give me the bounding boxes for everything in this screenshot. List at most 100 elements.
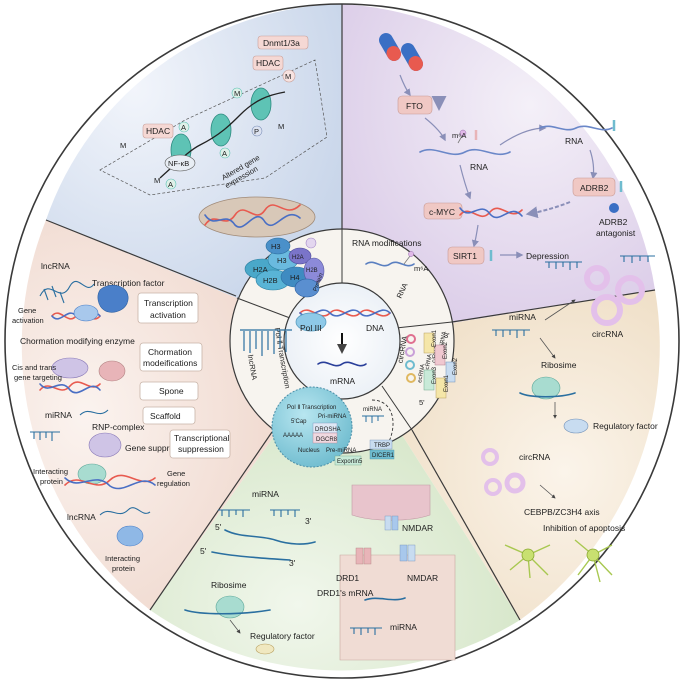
circ-type-0: ecRNA [417,364,426,384]
mir-pre-label: Pre-miRNA [326,448,356,454]
drug-capsule-1 [379,33,401,61]
mirna-biogenesis: Pol Ⅱ Transcription Pri-miRNA DROSHA DGC… [271,386,395,468]
adrb2-antagonist-1: ADRB2 [599,217,628,227]
mir-panel-mirna-label: miRNA [252,489,279,499]
lncrna-panel: lncRNA Transcription factor Gene activat… [12,261,194,573]
histone-h4: H4 [290,273,300,282]
circ-panel-mirna-label: miRNA [509,312,536,322]
rna-modifications-label: RNA modifications [352,238,421,248]
nucleus [271,386,353,468]
m6a-label-fto: m⁶A [452,131,466,140]
lncrna-top-label: lncRNA [41,261,70,271]
circ-panel-apoptosis: Inhibition of apoptosis [543,523,625,533]
mechanism-boxes: Transcription activation Chormation mode… [137,292,231,459]
fto-label: FTO [406,101,423,111]
neuron-icon [504,539,613,583]
dnmt-label: Dnmt1/3a [263,38,300,48]
box-transcriptional-supp-1: Transcriptional [174,433,230,443]
methyl-mark-1: M [285,72,291,81]
circ-ribosome-shape [531,376,561,400]
drd1-mrna-label: DRD1's mRNA [317,588,374,598]
box-chromatin-mod-2: modeifications [143,358,197,368]
exon-2: Exon3 [432,366,438,384]
box-scaffold: Scaffold [150,411,181,421]
gene-activation-1: Gene [18,306,36,315]
mir-mirna-label: miRNA [363,407,382,413]
sirt1-label: SIRT1 [453,251,477,261]
circ-type-3: eiciRNA [438,331,448,353]
interacting-protein-2: protein [40,477,63,486]
hdac-box-2 [142,123,174,139]
mir-polya-label: AAAAA [283,433,303,439]
mir-dgcr8-label: DGCR8 [316,437,338,443]
dnmt-box [257,35,309,50]
histone-h3a: H3 [271,242,281,251]
outer-ring [4,3,680,679]
mir-cap-label: 5'Cap [291,419,307,425]
gene-regulation-2: regulation [157,479,190,488]
drd1-receptor [355,547,372,565]
dna-label: DNA [366,323,384,333]
cis-trans-1: Cis and trans [12,363,56,372]
chromatin-enzyme-label: Chormation modifying enzyme [20,336,135,346]
box-transcriptional-supp-2: suppression [178,444,224,454]
interacting-protein-shape [116,525,144,547]
mir-dicer-label: DICER1 [372,453,395,459]
mir-trbp-label: TRBP [374,443,390,449]
gene-regulation-1: Gene [167,469,185,478]
circ-panel-reg-factor: Regulatory factor [593,421,658,431]
cmyc-label: c-MYC [429,207,455,217]
lncrna-bottom-label: lncRNA [67,512,96,522]
methyl-mark-5: M [154,176,160,185]
three-prime-circ: 3' [444,331,450,340]
adrb2-label: ADRB2 [580,183,609,193]
lncrna-label-center: lncRNA [246,354,259,381]
pol3-enzyme [295,312,327,332]
hdac-label-1: HDAC [256,58,280,68]
nfkb-label: NF-κB [168,159,189,168]
circrna-panel: miRNA circRNA Ribosime Regulatory factor… [481,255,658,583]
mir-pri-label: Pri-miRNA [318,414,346,420]
box-sponge: Spone [159,386,184,396]
box-transcription-activation-2: activation [150,310,186,320]
mirna-lnc-label: miRNA [45,410,72,420]
adrb2-antagonist-2: antagonist [596,228,636,238]
acetyl-mark-1: A [181,123,186,132]
gene-activation-2: activation [12,316,44,325]
mir-exportin-label: Exportin5 [337,459,363,465]
interacting-protein-b1: Interacting [105,554,140,563]
histone-h2b-b: H2B [306,268,318,274]
nmdar-receptor-top [384,515,399,531]
nmdar-receptor-bottom [399,544,416,562]
mirna-panel: miRNA 5' 3' 5' 3' Ribosime Regulatory fa… [184,484,456,661]
rna-label-fto-2: RNA [565,136,583,146]
mir-drosha-label: DROSHA [315,427,341,433]
exon-1: Exon2 [443,341,449,359]
exon-0: Exon1 [432,329,438,347]
nmdar-label-2: NMDAR [407,573,438,583]
acetyl-mark-3: A [168,180,173,189]
mir-pol2-label: Pol Ⅱ Transcription [287,405,336,411]
drug-capsule-2 [401,43,423,71]
transcription-factor-label: Transcription factor [92,278,165,288]
interacting-protein-b2: protein [112,564,135,573]
gene-suppression-label: Gene suppression [125,443,194,453]
drd1-label: DRD1 [336,573,359,583]
mrna-label: mRNA [330,376,355,386]
methyl-mark-2: M [234,89,240,98]
methyl-mark-3: M [278,122,284,131]
mir-panel-mirna-2: miRNA [390,622,417,632]
methyl-mark-4: M [120,141,126,150]
circ-type-1: ecRNA [424,354,433,374]
hdac-label-2: HDAC [146,126,170,136]
exon-3: Exon1 [444,374,450,392]
nmdar-label-1: NMDAR [402,523,433,533]
sirt1-box [447,246,485,265]
histone-h2b-a: H2B [263,276,278,285]
sector-rna-modification [342,4,655,341]
box-transcription-activation-1: Transcription [144,298,193,308]
transcription-factor-shape [97,284,129,313]
mir-panel-five-b: 5' [200,546,207,556]
fto-panel: FTO m⁶A RNA RNA ADRB2 ADRB2 antagonist c… [379,33,636,265]
circ-panel-ribosome-label: Ribosime [541,360,577,370]
